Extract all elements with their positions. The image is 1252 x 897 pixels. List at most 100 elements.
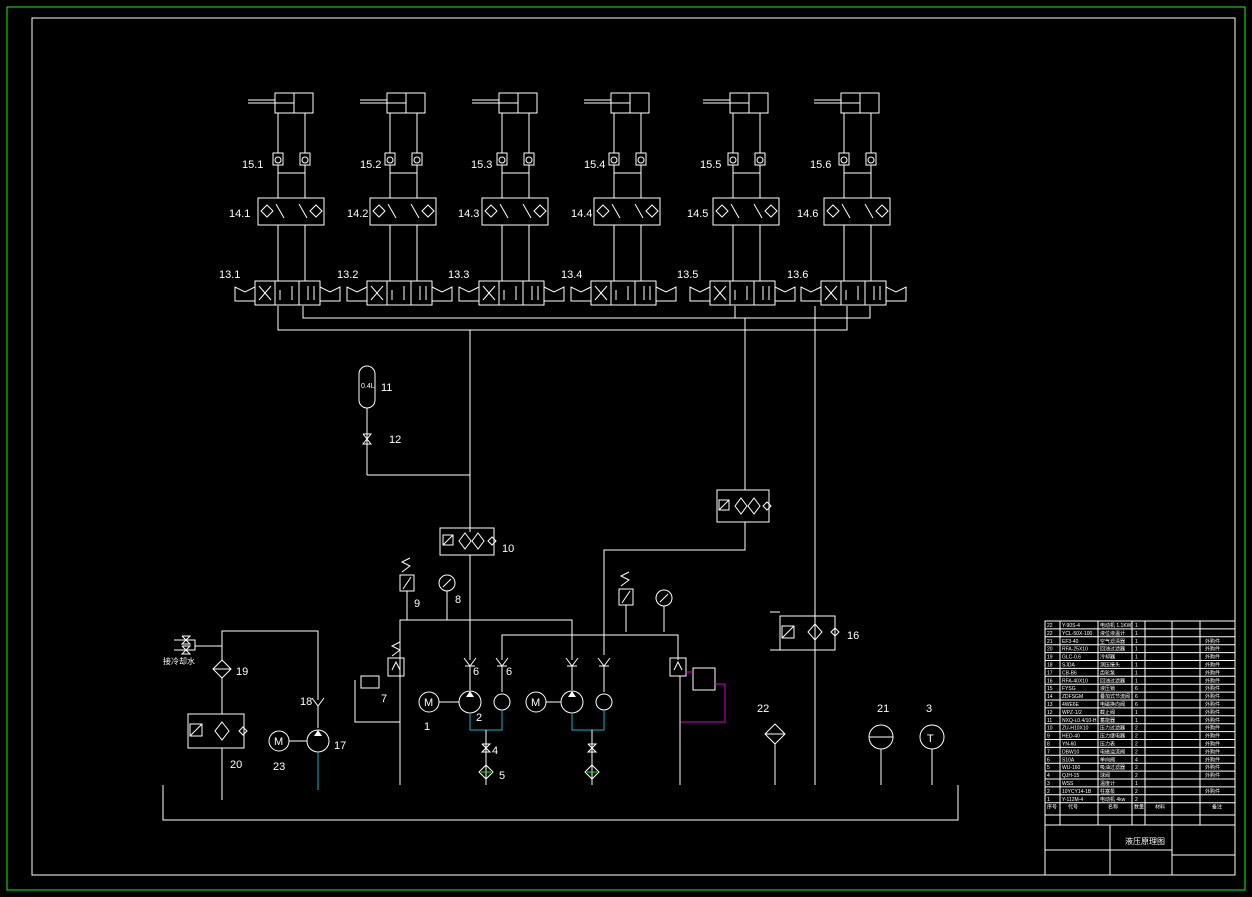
label-gauge: 8	[455, 594, 461, 606]
header-name: 名称	[1108, 804, 1118, 811]
part-no: 6	[1047, 757, 1050, 763]
inner-frame	[31, 17, 1236, 876]
part-code: ZU-H10X10	[1062, 726, 1089, 732]
part-qty: 2	[1135, 734, 1138, 740]
part-note: 外购件	[1205, 638, 1220, 645]
part-qty: 1	[1135, 631, 1138, 637]
part-qty: 1	[1135, 623, 1138, 629]
label-level-meter: 21	[877, 703, 889, 715]
label-cooler-group: 20	[230, 759, 242, 771]
header-material: 材料	[1155, 804, 1165, 811]
part-name: 球阀	[1100, 772, 1110, 779]
label-lock-5: 15.5	[700, 159, 721, 171]
part-no: 7	[1047, 749, 1050, 755]
label-check-b: 6	[506, 666, 512, 678]
part-qty: 6	[1135, 694, 1138, 700]
part-qty: 1	[1135, 710, 1138, 716]
part-code: Y-112M-4	[1062, 797, 1083, 803]
label-accumulator: 11	[381, 382, 392, 394]
part-note: 外购件	[1205, 646, 1220, 653]
label-directional-3: 13.3	[448, 269, 469, 281]
part-note: 外购件	[1205, 669, 1220, 676]
svg-text:T: T	[927, 733, 934, 745]
part-qty: 1	[1135, 663, 1138, 669]
part-qty: 2	[1135, 765, 1138, 771]
title-block-title: 液压原理图	[1125, 836, 1165, 846]
part-qty: 4	[1135, 757, 1138, 763]
circuit-4: 15.414.413.4	[561, 92, 677, 306]
circuit-3: 15.314.313.3	[448, 92, 565, 306]
part-no: 22	[1047, 623, 1053, 629]
part-code: WPZ-1/2	[1062, 710, 1082, 716]
part-no: 10	[1047, 726, 1053, 732]
label-aux-motor: 23	[273, 761, 285, 773]
pump-station: 6 6 M 1 2 M 4 5	[399, 619, 679, 785]
part-name: 压力继电器	[1100, 733, 1125, 740]
part-note: 外购件	[1205, 709, 1220, 716]
part-name: 柱塞泵	[1100, 788, 1115, 795]
part-note: 外购件	[1205, 772, 1220, 779]
part-code: 10YCY14-1B	[1062, 789, 1092, 795]
header-no: 序号	[1047, 804, 1057, 811]
part-no: 2	[1047, 789, 1050, 795]
part-no: 19	[1047, 655, 1053, 661]
part-no: 9	[1047, 734, 1050, 740]
part-name: 液位液温计	[1100, 630, 1125, 637]
label-check-a: 6	[473, 666, 479, 678]
part-code: RFA-40X10	[1062, 678, 1088, 684]
label-cooler-filter: 19	[236, 666, 248, 678]
label-lock-4: 15.4	[584, 159, 605, 171]
part-code: ZDFSGM	[1062, 694, 1083, 700]
part-qty: 1	[1135, 670, 1138, 676]
part-qty: 2	[1135, 797, 1138, 803]
part-name: 蓄能器	[1100, 717, 1115, 724]
part-name: 电动机 1.1KW	[1100, 622, 1132, 629]
svg-text:M: M	[424, 697, 433, 709]
part-no: 12	[1047, 710, 1053, 716]
part-note: 外购件	[1205, 733, 1220, 740]
part-no: 3	[1047, 781, 1050, 787]
part-qty: 2	[1135, 789, 1138, 795]
manifold-lines	[277, 306, 871, 785]
part-name: 电磁溢流阀	[1100, 748, 1125, 755]
part-no: 17	[1047, 670, 1053, 676]
part-name: 回油过滤器	[1100, 646, 1125, 653]
aux-pump: 18 M 17 23	[268, 696, 346, 790]
part-name: 冷却器	[1100, 654, 1115, 661]
header-code: 代号	[1068, 804, 1078, 811]
part-note: 外购件	[1205, 701, 1220, 708]
part-name: 电磁换向阀	[1100, 701, 1125, 708]
label-thermometer: 3	[926, 703, 932, 715]
label-relief-left: 7	[381, 693, 387, 705]
cooler-circuit: 接冷却水 19 20	[163, 630, 319, 800]
part-qty: 1	[1135, 678, 1138, 684]
label-directional-2: 13.2	[337, 269, 358, 281]
label-stop-valve: 12	[389, 434, 401, 446]
part-no: 4	[1047, 773, 1050, 779]
label-air-breather: 18	[300, 696, 312, 708]
relief-valves: 7	[354, 641, 726, 785]
part-no: 21	[1047, 639, 1053, 645]
part-code: QJH-15	[1062, 773, 1079, 779]
part-no: 22	[1047, 631, 1053, 637]
part-note: 外购件	[1205, 741, 1220, 748]
label-lock-2: 15.2	[360, 159, 381, 171]
part-no: 16	[1047, 678, 1053, 684]
label-pump: 2	[476, 712, 482, 724]
part-note: 外购件	[1205, 693, 1220, 700]
label-directional-1: 13.1	[219, 269, 240, 281]
part-qty: 1	[1135, 718, 1138, 724]
circuit-6: 15.614.613.6	[787, 92, 907, 306]
label-throttle-4: 14.4	[571, 208, 592, 220]
